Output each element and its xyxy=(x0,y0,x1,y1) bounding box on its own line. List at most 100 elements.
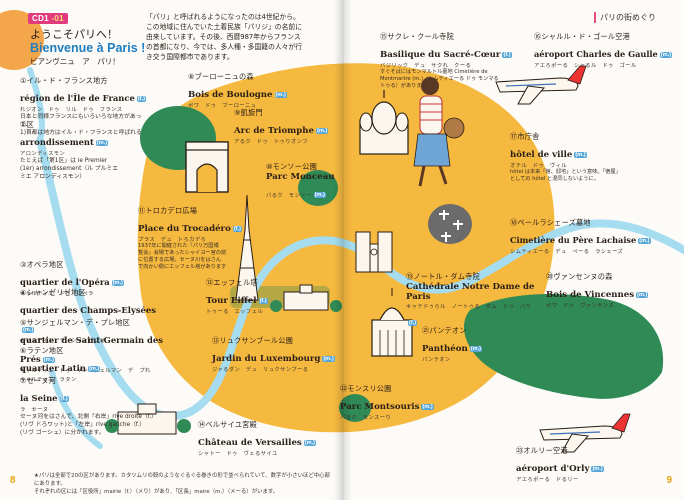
running-head: パリの街めぐり xyxy=(594,12,656,23)
intro-line: き交う国際都市であります。 xyxy=(146,53,234,61)
entry-charles-de-gaulle: ⑯シャルル・ド・ゴール空港 aéroport Charles de Gaulle… xyxy=(534,32,674,69)
entry-opera: ③オペラ地区 quartier de l'Opéra(m.) キャルティエ ドゥ… xyxy=(20,260,145,297)
eiffel-tower-drawing xyxy=(235,194,259,301)
gender-tag: (m.) xyxy=(95,140,109,146)
entry-number-label: ⑤サンジェルマン・デ・プレ地区 xyxy=(20,318,131,327)
entry-kana: パるク モンスーり xyxy=(340,415,392,421)
entry-note: (リヴ ドろワット)と「左岸」rive gauche（f.） xyxy=(20,422,146,428)
entry-kana: キャルティエ ラタン xyxy=(20,377,77,383)
page-number-left: 8 xyxy=(10,475,16,486)
entry-french: région de l'Île de France xyxy=(20,93,135,103)
versailles-drawing xyxy=(105,403,191,435)
entry-note: セーヌ河をはさんで、北側「右岸」rive droite（f.） xyxy=(20,414,158,420)
entry-number-label: ①イル・ド・フランス地方 xyxy=(20,76,108,85)
entry-kana: シムティエーる デュ ペーる ラシェーズ xyxy=(510,249,624,255)
footnote-line: ★パリは全部で20の区があります。カタツムリの殻のようなぐるぐる巻きの形で並べら… xyxy=(34,473,330,487)
entry-number-label: ⑰市庁舎 xyxy=(510,132,540,141)
entry-number-label: ⑦セーヌ河 xyxy=(20,376,57,385)
entry-french: Parc Monceau xyxy=(266,172,335,182)
decorative-circle xyxy=(0,10,44,70)
entry-saint-germain: ⑤サンジェルマン・デ・プレ地区 quartier de Saint-Germai… xyxy=(20,318,180,374)
entry-number-label: ⑳ヴァンセンヌの森 xyxy=(546,272,613,281)
gender-tag: (m.) xyxy=(659,52,673,58)
gender-tag: (m.) xyxy=(469,346,482,352)
entry-kana: ボワ ドゥ ヴァンセンヌ xyxy=(546,303,615,309)
park-monceau xyxy=(298,170,338,206)
gender-tag: (m.) xyxy=(303,440,317,446)
intro-line: の首都になり、今では、多人種・多国籍の人々が行 xyxy=(146,43,303,51)
entry-french: Jardin du Luxembourg xyxy=(212,354,321,364)
entry-number-label: ⑩モンソー公園 xyxy=(266,162,317,171)
entry-latin: ⑥ラテン地区 quartier Latin(m.) キャルティエ ラタン xyxy=(20,346,130,383)
entry-chateau-de-versailles: ⑭ベルサイユ宮殿 Château de Versailles(m.) シャトー … xyxy=(198,420,317,457)
entry-french: hôtel de ville xyxy=(510,150,573,160)
cd-label: CD1 xyxy=(32,14,49,23)
gender-tag: (m.) xyxy=(22,327,35,333)
gender-tag: (m.) xyxy=(111,280,124,286)
gender-tag: (m.) xyxy=(316,128,329,134)
entry-number-label: ⑭ベルサイユ宮殿 xyxy=(198,420,257,429)
entry-french: Tour Eiffel xyxy=(206,296,257,306)
entry-french: arrondissement xyxy=(20,137,94,147)
entry-kana: バジリック デュ サクれ クーる xyxy=(380,63,472,69)
gender-tag: (m.) xyxy=(638,238,651,244)
entry-trocadero: ⑪トロカデロ広場 Place du Trocadéro(f.) プラス デュ ト… xyxy=(138,206,258,271)
entry-french: Place du Trocadéro xyxy=(138,224,231,234)
arc-de-triomphe-drawing xyxy=(185,141,229,193)
river-branch xyxy=(27,67,45,143)
entry-note: で向かい側にエッフェル塔があります xyxy=(138,264,227,270)
intro-text: 「パリ」と呼ばれるようになったのは4世紀から。 この地域に住んでいた土着民族「パ… xyxy=(146,12,322,62)
entry-note: ミエ アロンディスモン） xyxy=(20,174,86,180)
gender-tag: (f.) xyxy=(136,96,146,102)
entry-orly: ㉓オルリー空港 aéroport d'Orly(m.) アエろポーる ドるリー xyxy=(516,446,666,483)
title-french: Bienvenue à Paris ! xyxy=(30,41,146,55)
entry-kana: れジオン ドゥ リル ドゥ フランス xyxy=(20,107,123,113)
notre-dame-drawing xyxy=(355,231,393,273)
intro-line: この地域に住んでいた土着民族「パリジ」の名前に xyxy=(146,23,302,31)
entry-arrondissement: ②区 arrondissement(m.) アロンディスモン たとえば「第1区」… xyxy=(20,120,148,181)
entry-bois-de-vincennes: ⑳ヴァンセンヌの森 Bois de Vincennes(m.) ボワ ドゥ ヴァ… xyxy=(546,272,680,309)
entry-kana: アエろポーる シャるル ドゥ ゴール xyxy=(534,63,637,69)
entry-french: Parc Montsouris xyxy=(340,402,420,412)
entry-hotel-de-ville: ⑰市庁舎 hôtel de ville(m.) オテル ドゥ ヴィル hôtel… xyxy=(510,132,670,183)
cd-track-badge: CD1 -01 xyxy=(28,13,68,24)
park-montsouris xyxy=(339,394,371,422)
entry-kana: ジャるダン デュ リュクサンブーる xyxy=(212,367,309,373)
entry-number-label: ㉑パンテオン xyxy=(422,326,467,335)
gender-tag: (m.) xyxy=(636,292,649,298)
entry-note: (リヴ ゴーシュ）に分かれます。 xyxy=(20,430,105,436)
entry-french: la Seine xyxy=(20,393,58,403)
entry-number-label: ④シャンゼリゼ地区 xyxy=(20,288,86,297)
entry-french: aéroport d'Orly xyxy=(516,464,590,474)
entry-number-label: ②区 xyxy=(20,120,35,129)
entry-kana: キャルティエ ドゥ サン ジェルマン デ プれ xyxy=(20,368,151,374)
entry-french: Cathédrale Notre Dame de Paris xyxy=(406,282,535,302)
entry-french: Bois de Vincennes xyxy=(546,290,635,300)
river-lower xyxy=(49,369,103,449)
entry-french: quartier Latin xyxy=(20,363,86,373)
intro-line: 「パリ」と呼ばれるようになったのは4世紀から。 xyxy=(146,13,300,21)
entry-french: Panthéon xyxy=(422,344,468,354)
entry-french: quartier de Saint-Germain des Prés xyxy=(20,335,163,364)
forest-vincennes xyxy=(464,294,664,399)
entry-french: aéroport Charles de Gaulle xyxy=(534,49,658,59)
gender-tag: (m.) xyxy=(322,356,335,362)
entry-kana: パるク モンソー xyxy=(266,193,312,199)
entry-number-label: ⑪トロカデロ広場 xyxy=(138,206,198,215)
entry-kana: アロンディスモン xyxy=(20,151,66,157)
entry-french: Bois de Boulogne xyxy=(188,90,273,100)
entry-number-label: ㉒モンスリ公園 xyxy=(340,384,392,393)
entry-number-label: ⑬リュクサンブール公園 xyxy=(212,336,294,345)
entry-ile-de-france: ①イル・ド・フランス地方 région de l'Île de France(f… xyxy=(20,76,150,137)
entry-note: 1)首都は地方はイル・ド・フランスと呼ばれる xyxy=(20,130,142,136)
book-gutter xyxy=(334,0,352,500)
entry-note: 1937年に開催された「パリ万国博 xyxy=(138,243,219,249)
entry-note: としての hôtel と混同しないように。 xyxy=(510,176,599,182)
entry-sacre-coeur: ⑮サクレ・クール寺院 Basilique du Sacré-Cœur(f.) バ… xyxy=(380,32,540,90)
title-japanese: ようこそパリへ！ xyxy=(30,28,118,41)
gender-tag: (m.) xyxy=(574,152,587,158)
entry-number-label: ⑫エッフェル塔 xyxy=(206,278,258,287)
entry-french: quartier de l'Opéra xyxy=(20,277,110,287)
